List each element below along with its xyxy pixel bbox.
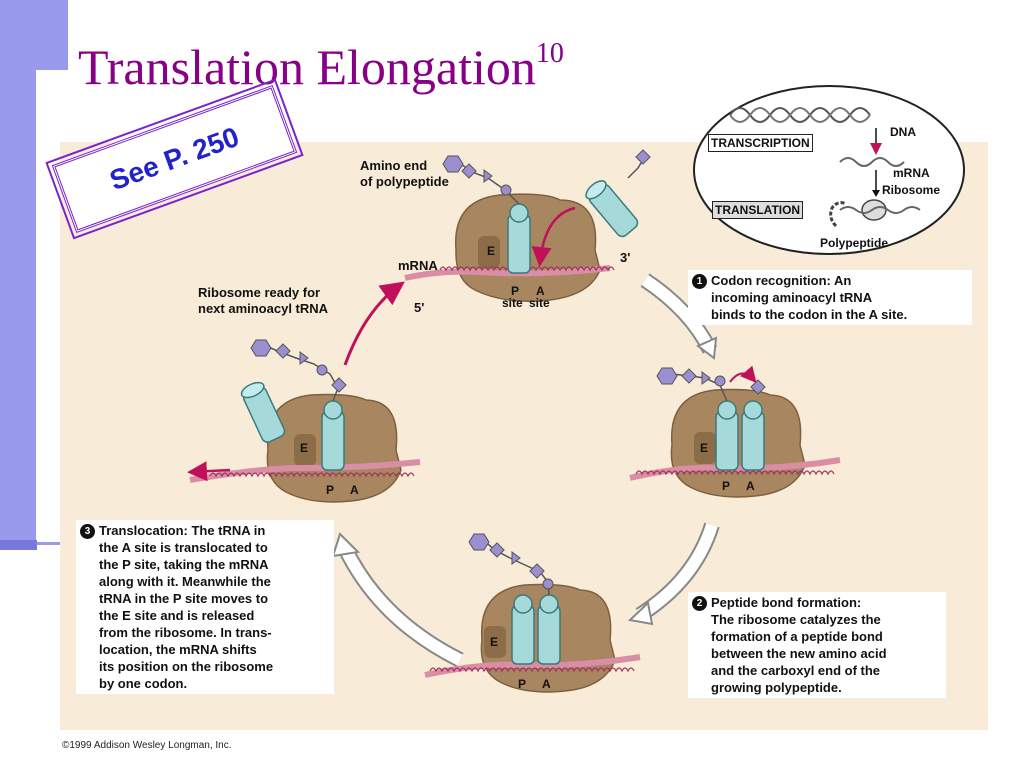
top-a-site-word: site: [529, 296, 550, 310]
step-3-line-7: from the ribosome. In trans-: [99, 625, 272, 640]
five-prime-label: 5': [414, 300, 425, 315]
step-3-line-4: along with it. Meanwhile the: [99, 574, 271, 589]
step-2-line-4: between the new amino acid: [711, 646, 887, 661]
dna-double-helix: [729, 107, 871, 123]
slide-title-text: Translation Elongation: [78, 39, 536, 95]
left-e-site-label: E: [300, 441, 309, 455]
top-p-site-label: P: [511, 284, 520, 298]
three-prime-label: 3': [620, 250, 631, 265]
amino-end-label-1: Amino end: [360, 158, 428, 173]
ribosome-left: [187, 339, 421, 503]
inset-polypeptide-label: Polypeptide: [820, 236, 889, 250]
left-a-site-label: A: [350, 483, 359, 497]
top-e-site-label: E: [487, 244, 496, 258]
step-3-line-3: the P site, taking the mRNA: [99, 557, 269, 572]
step-1-number: 1: [692, 274, 707, 289]
mrna-label: mRNA: [398, 258, 438, 273]
right-a-site-label: A: [746, 479, 755, 493]
step-3-number: 3: [80, 524, 95, 539]
step-3-line-8: location, the mRNA shifts: [99, 642, 257, 657]
ready-label-1: Ribosome ready for: [198, 285, 321, 300]
step-3-line-10: by one codon.: [99, 676, 188, 691]
ribosome-right: [629, 365, 841, 498]
step-3-line-9: its position on the ribosome: [99, 659, 274, 674]
step-2-line-6: growing polypeptide.: [711, 680, 842, 695]
accent-bar-bottom: [0, 540, 37, 550]
bottom-e-site-label: E: [490, 635, 499, 649]
amino-end-label-2: of polypeptide: [360, 174, 449, 189]
ready-arrow: [343, 281, 405, 366]
right-e-site-label: E: [700, 441, 709, 455]
top-p-site-word: site: [502, 296, 523, 310]
step-1-line-3: binds to the codon in the A site.: [711, 307, 908, 322]
step-3-line-5: tRNA in the P site moves to: [99, 591, 269, 606]
bottom-a-site-label: A: [542, 677, 551, 691]
step-2-number: 2: [692, 596, 707, 611]
step-2-line-3: formation of a peptide bond: [711, 629, 883, 644]
step-2-line-5: and the carboxyl end of the: [711, 663, 881, 678]
slide-title-superscript: 10: [535, 38, 564, 70]
bottom-p-site-label: P: [518, 677, 527, 691]
inset-ribosome-label: Ribosome: [882, 183, 941, 197]
polypeptide-inset: [829, 201, 847, 228]
top-a-site-label: A: [536, 284, 545, 298]
step-1-line-2: incoming aminoacyl tRNA: [711, 290, 873, 305]
ribosome-top: [404, 149, 651, 302]
ribosome-bottom: [424, 533, 641, 693]
inset-dna-label: DNA: [890, 125, 916, 139]
inset-transcription-label: TRANSCRIPTION: [708, 134, 813, 152]
slide-title: Translation Elongation10: [78, 38, 564, 96]
ready-label-2: next aminoacyl tRNA: [198, 301, 329, 316]
step-3-line-6: the E site and is released: [99, 608, 255, 623]
trna-p-site-top: [507, 214, 531, 274]
inset-mrna-label: mRNA: [893, 166, 930, 180]
step-3-line-2: the A site is translocated to: [99, 540, 268, 555]
inset-translation-label: TRANSLATION: [712, 201, 804, 219]
cycle-arrow-3: [337, 544, 464, 668]
right-p-site-label: P: [722, 479, 731, 493]
step-2-line-2: The ribosome catalyzes the: [711, 612, 881, 627]
ribosome-inset: [861, 199, 887, 221]
copyright-notice: ©1999 Addison Wesley Longman, Inc.: [62, 740, 232, 751]
mrna-strand-inset: [839, 157, 905, 167]
left-p-site-label: P: [326, 483, 335, 497]
